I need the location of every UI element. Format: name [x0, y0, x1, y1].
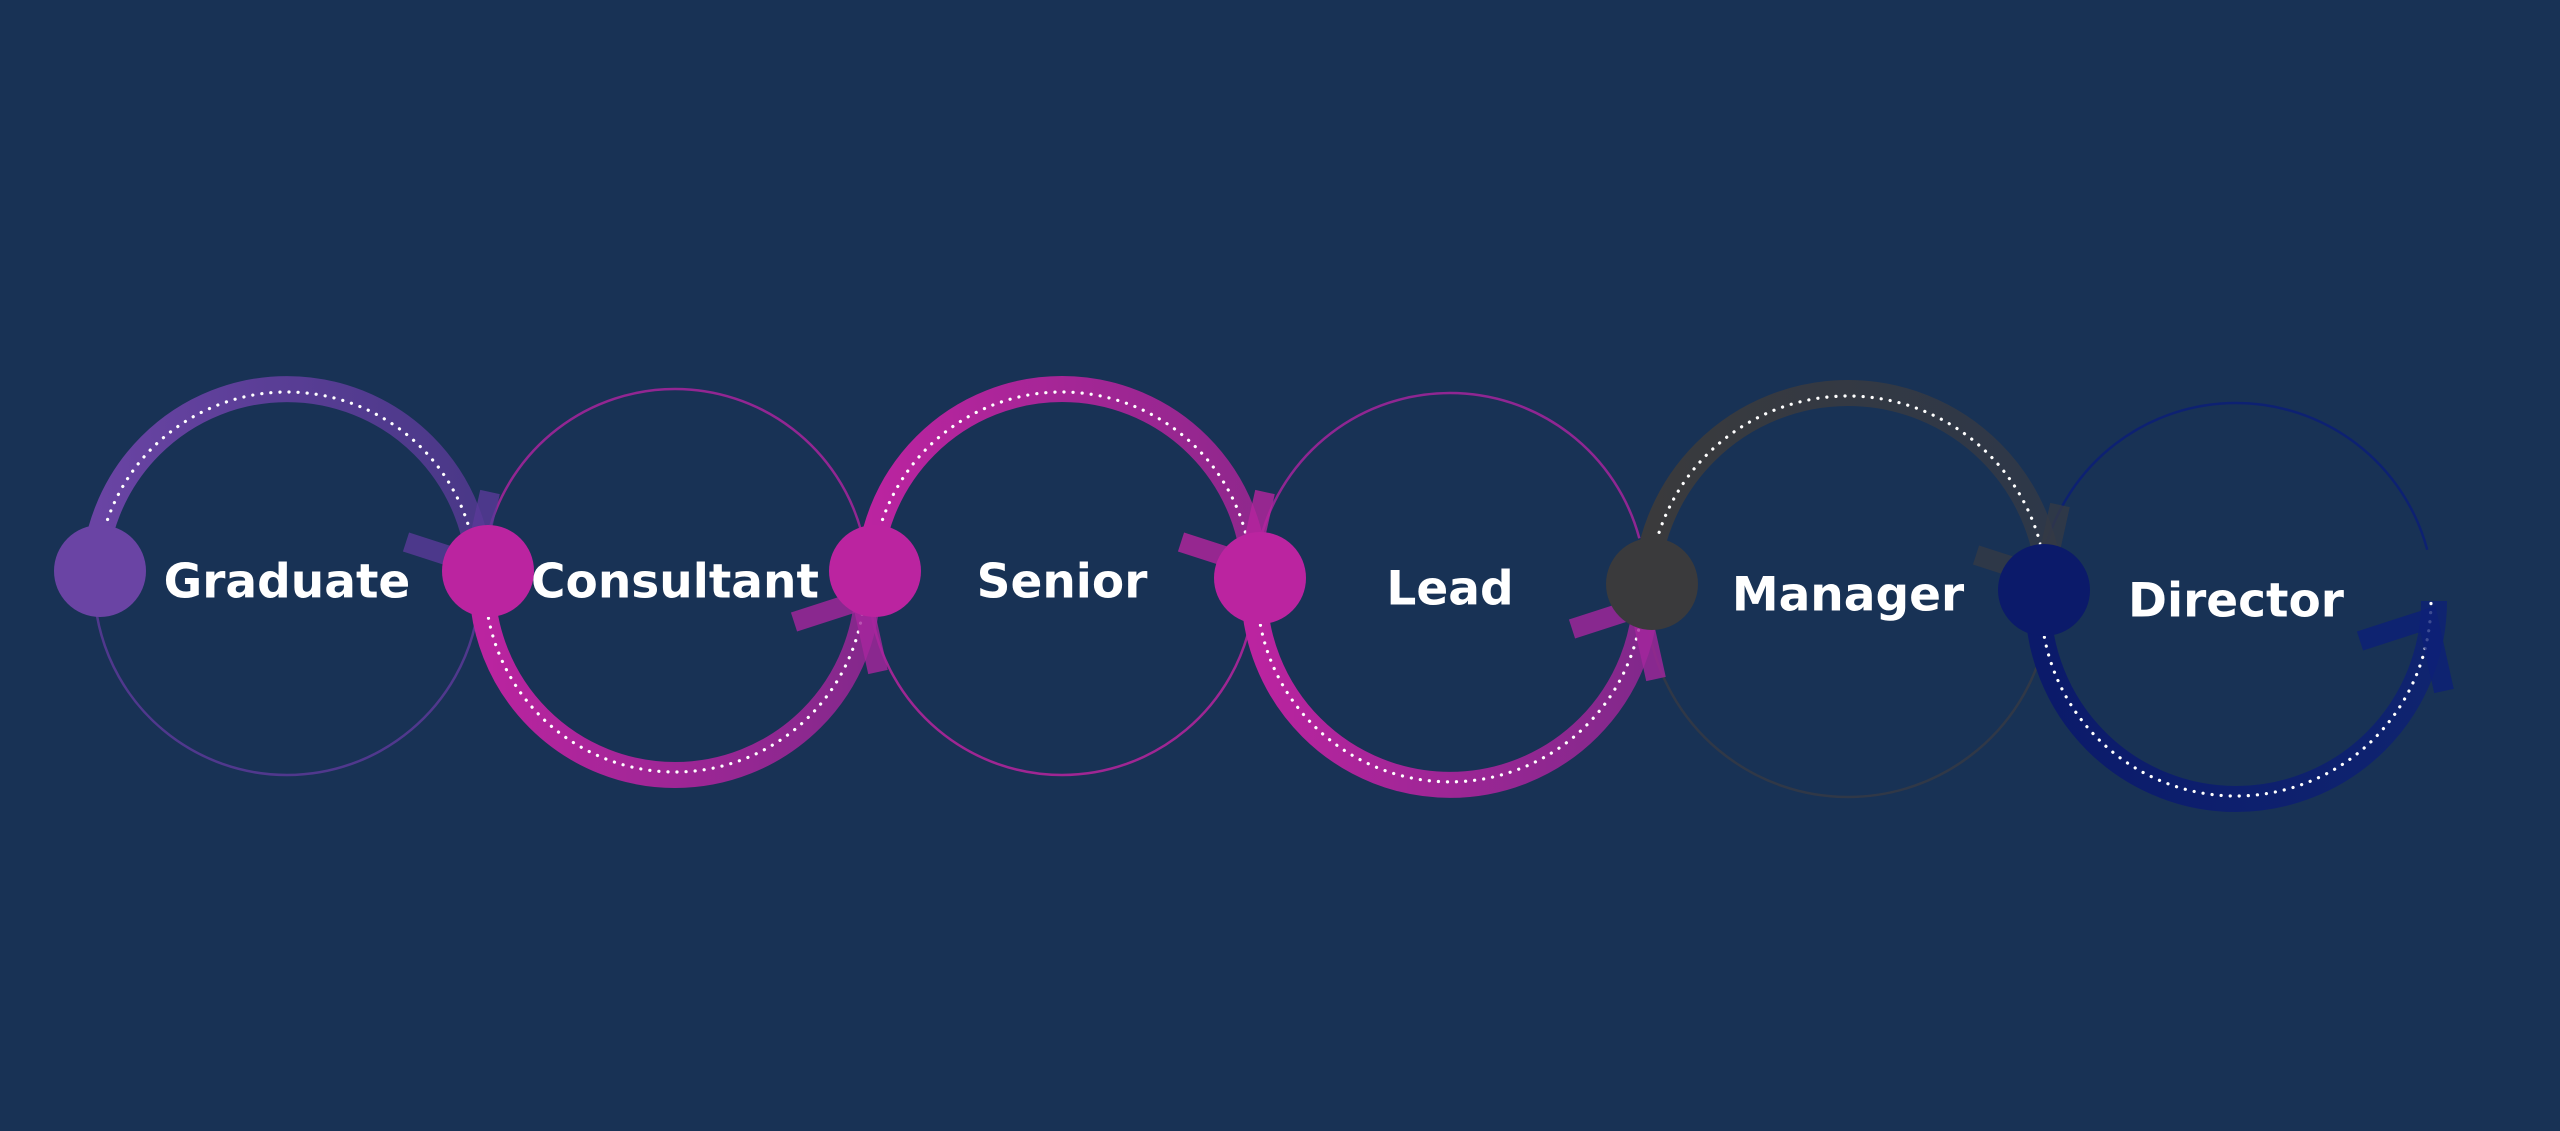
stage-nodes	[54, 525, 2090, 636]
progress-arc-senior	[856, 376, 1268, 583]
stage-node-lead	[1214, 532, 1306, 624]
progress-arcs	[81, 376, 2447, 812]
stage-label-consultant: Consultant	[531, 555, 819, 610]
faint-ring-lead	[1259, 391, 1641, 539]
stage-label-lead: Lead	[1386, 562, 1513, 617]
arrowhead-director	[2356, 606, 2454, 694]
stage-label-graduate: Graduate	[164, 555, 411, 610]
faint-rings	[95, 387, 2429, 799]
stage-node-director	[1998, 544, 2090, 636]
faint-ring-consultant	[487, 387, 863, 533]
faint-ring-graduate	[95, 615, 479, 777]
dotted-path-consultant	[483, 580, 867, 774]
stage-labels: Graduate Consultant Senior Lead Manager Direc…	[164, 555, 2345, 629]
dotted-path-graduate	[95, 390, 479, 584]
faint-ring-senior	[870, 615, 1254, 777]
stage-node-senior	[829, 525, 921, 617]
faint-ring-director	[2043, 401, 2429, 551]
progress-arc-consultant	[469, 581, 881, 788]
dotted-path-manager	[1647, 394, 2049, 597]
stage-node-consultant	[442, 525, 534, 617]
stage-label-director: Director	[2128, 574, 2345, 629]
progress-arc-director	[2025, 600, 2447, 812]
faint-ring-manager	[1647, 629, 2049, 799]
stage-node-manager	[1606, 538, 1698, 630]
progress-arc-lead	[1241, 588, 1659, 798]
stage-label-senior: Senior	[977, 555, 1149, 610]
progress-arc-graduate	[81, 376, 493, 583]
progress-arc-manager	[1633, 380, 2063, 596]
stage-node-graduate	[54, 525, 146, 617]
dotted-path-director	[2039, 599, 2433, 798]
stage-label-manager: Manager	[1732, 568, 1965, 623]
dotted-path-senior	[870, 390, 1254, 584]
